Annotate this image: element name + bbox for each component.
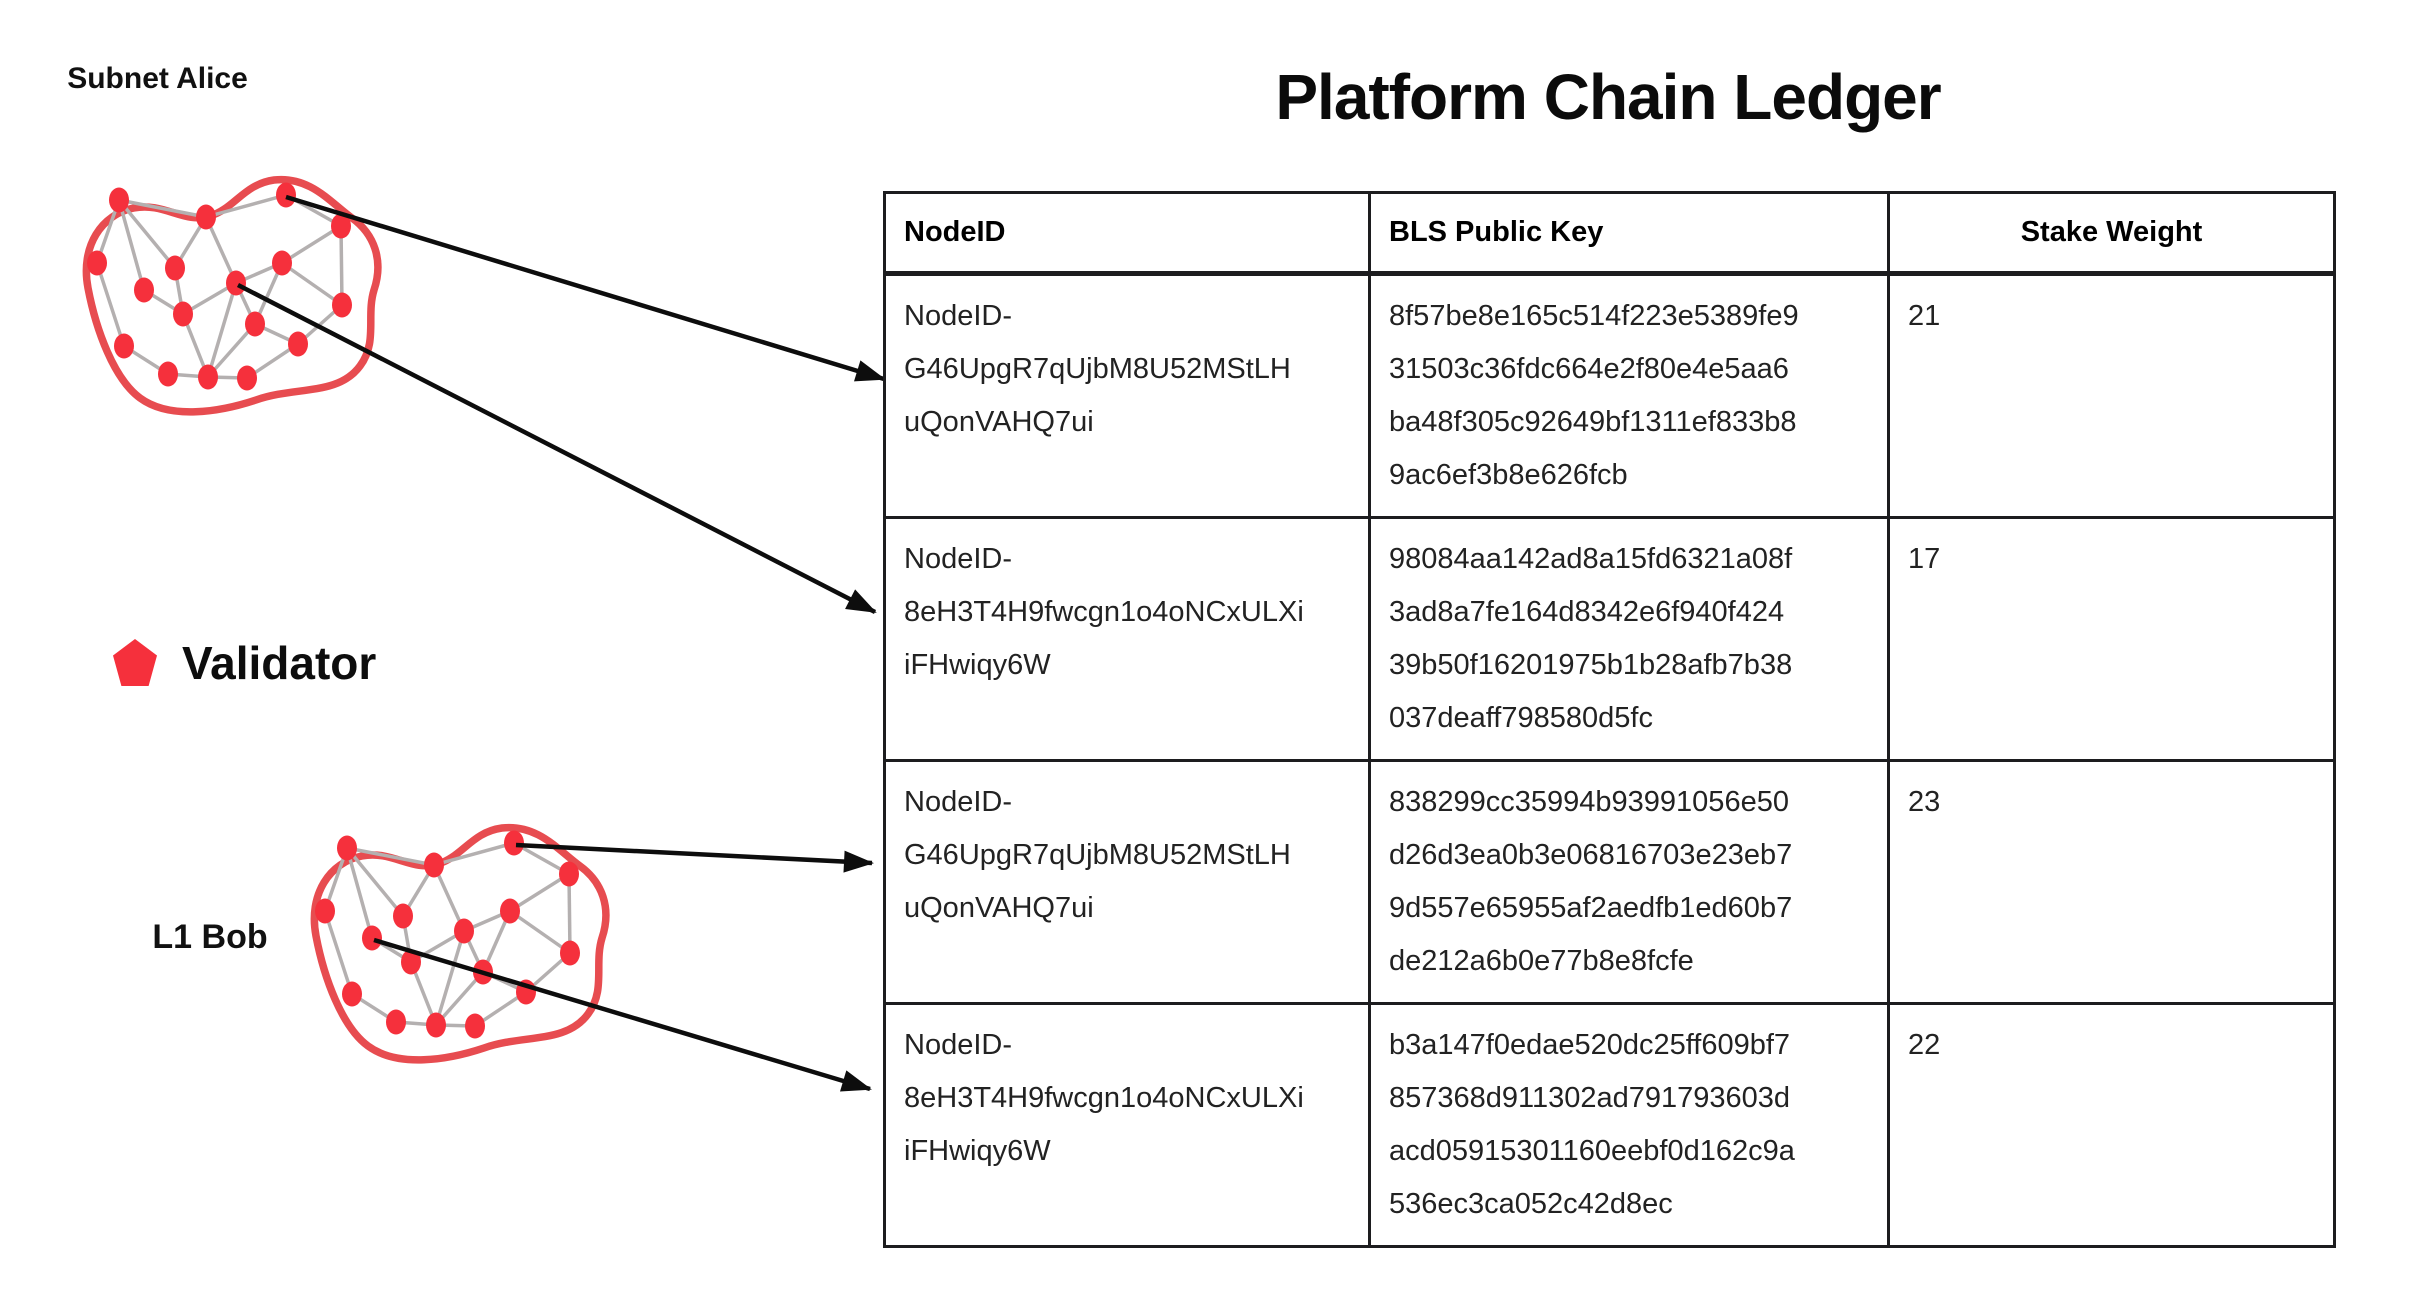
- l1-bob-graph: [310, 823, 610, 1064]
- header-row: NodeID BLS Public Key Stake Weight: [883, 191, 2336, 276]
- validator-node-icon: [393, 903, 413, 929]
- validator-node-icon: [134, 277, 154, 303]
- validator-legend: Validator: [112, 636, 376, 690]
- validator-node-icon: [237, 365, 257, 391]
- bls-key-cell: 838299cc35994b93991056e50d26d3ea0b3e0681…: [1389, 786, 1793, 977]
- node-id-cell: NodeID-G46UpgR7qUjbM8U52MStLHuQonVAHQ7ui: [904, 786, 1291, 924]
- validator-node-icon: [114, 333, 134, 359]
- node-id-cell: NodeID-8eH3T4H9fwcgn1o4oNCxULXiiFHwiqy6W: [904, 543, 1304, 681]
- validator-node-icon: [272, 250, 292, 276]
- col-header-stake-weight: Stake Weight: [1887, 191, 2336, 276]
- ledger-row: NodeID-G46UpgR7qUjbM8U52MStLHuQonVAHQ7ui…: [883, 759, 2336, 1005]
- subnet-alice-label: Subnet Alice: [67, 62, 248, 95]
- node-id-cell: NodeID-8eH3T4H9fwcgn1o4oNCxULXiiFHwiqy6W: [904, 1029, 1304, 1167]
- validator-node-icon: [198, 364, 218, 390]
- ledger-row: NodeID-G46UpgR7qUjbM8U52MStLHuQonVAHQ7ui…: [883, 272, 2336, 519]
- validator-legend-label: Validator: [182, 637, 377, 689]
- validator-node-icon: [424, 852, 444, 878]
- validator-node-icon: [559, 861, 579, 887]
- validator-node-icon: [500, 898, 520, 924]
- validator-node-icon: [337, 835, 357, 861]
- validator-node-icon: [331, 213, 351, 239]
- validator-node-icon: [504, 830, 524, 856]
- l1-bob-label: L1 Bob: [152, 918, 268, 956]
- validator-node-icon: [87, 250, 107, 276]
- validator-node-icon: [315, 898, 335, 924]
- validator-node-icon: [465, 1013, 485, 1039]
- col-header-bls-public-key: BLS Public Key: [1368, 191, 1890, 276]
- stake-weight-cell: 22: [1908, 1029, 1941, 1061]
- validator-node-icon: [173, 301, 193, 327]
- validator-node-icon: [165, 255, 185, 281]
- validator-node-icon: [473, 959, 493, 985]
- page-title: Platform Chain Ledger: [1275, 61, 1941, 133]
- bls-key-cell: 8f57be8e165c514f223e5389fe931503c36fdc66…: [1389, 300, 1799, 491]
- validator-node-icon: [196, 204, 216, 230]
- validator-node-icon: [560, 940, 580, 966]
- node-id-cell: NodeID-G46UpgR7qUjbM8U52MStLHuQonVAHQ7ui: [904, 300, 1291, 438]
- bls-key-cell: 98084aa142ad8a15fd6321a08f3ad8a7fe164d83…: [1389, 543, 1793, 734]
- validator-node-icon: [401, 949, 421, 975]
- stake-weight-cell: 23: [1908, 786, 1941, 818]
- validator-node-icon: [288, 331, 308, 357]
- validator-node-icon: [454, 918, 474, 944]
- validator-node-icon: [426, 1012, 446, 1038]
- validator-node-icon: [158, 361, 178, 387]
- col-header-nodeid: NodeID: [883, 191, 1371, 276]
- pentagon-icon: [113, 639, 157, 686]
- validator-node-icon: [362, 925, 382, 951]
- validator-node-icon: [245, 311, 265, 337]
- validator-node-icon: [276, 182, 296, 208]
- validator-node-icon: [226, 270, 246, 296]
- bls-key-cell: b3a147f0edae520dc25ff609bf7857368d911302…: [1389, 1029, 1795, 1220]
- validator-node-icon: [386, 1009, 406, 1035]
- ledger-row: NodeID-8eH3T4H9fwcgn1o4oNCxULXiiFHwiqy6W…: [883, 516, 2336, 762]
- validator-node-icon: [342, 981, 362, 1007]
- validator-node-icon: [109, 187, 129, 213]
- stake-weight-cell: 21: [1908, 300, 1941, 332]
- platform-chain-ledger-table: NodeID BLS Public Key Stake Weight NodeI…: [883, 191, 2336, 1248]
- validator-node-icon: [332, 292, 352, 318]
- ledger-row: NodeID-8eH3T4H9fwcgn1o4oNCxULXiiFHwiqy6W…: [883, 1002, 2336, 1248]
- subnet-alice-graph: [82, 175, 382, 416]
- validator-node-icon: [516, 979, 536, 1005]
- stake-weight-cell: 17: [1908, 543, 1941, 575]
